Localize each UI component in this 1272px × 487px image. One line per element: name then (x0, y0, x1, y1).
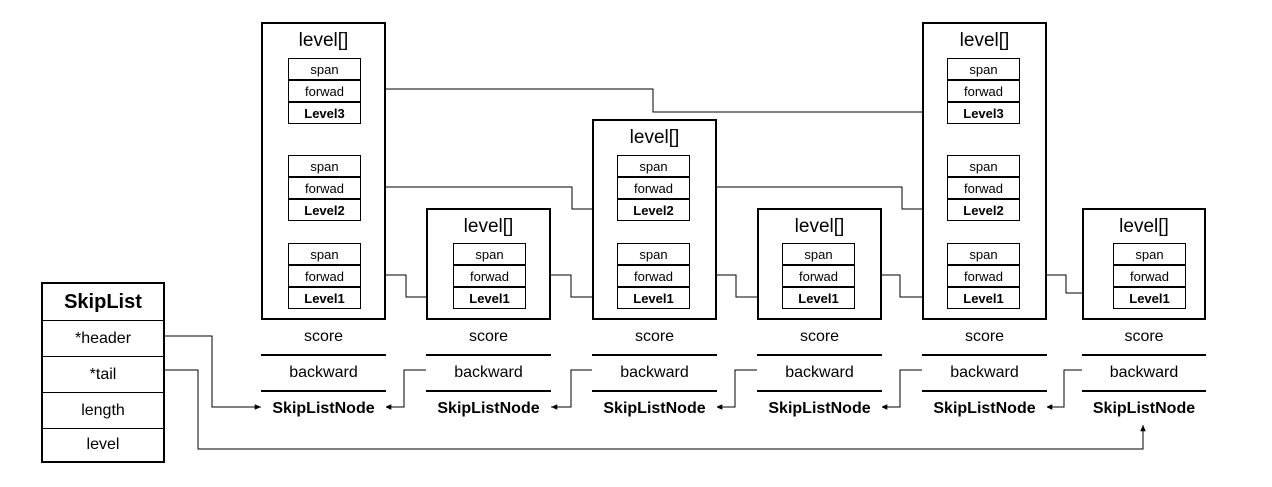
level-array-label: level[] (1119, 216, 1169, 237)
span-cell: span (947, 243, 1020, 265)
forward-link-l2-n1-n3 (358, 186, 615, 212)
level-name-cell: Level1 (288, 287, 361, 309)
forward-cell: forwad (288, 177, 361, 199)
node-type-cell: SkipListNode (757, 390, 882, 425)
forward-cell: forwad (288, 80, 361, 102)
level-array-label: level[] (959, 30, 1010, 51)
span-cell: span (288, 243, 361, 265)
skiplist-struct: SkipList *header *tail length level (41, 282, 165, 463)
skiplist-title: SkipList (64, 290, 142, 313)
score-cell: score (261, 318, 386, 354)
forward-link-l2-n3-n5 (688, 186, 946, 212)
node-type-cell: SkipListNode (922, 390, 1047, 425)
backward-link-n4-n3 (716, 369, 757, 410)
backward-link-n2-n1 (385, 369, 426, 410)
backward-link-n6-n5 (1046, 369, 1082, 410)
span-cell: span (947, 155, 1020, 177)
backward-cell: backward (592, 354, 717, 390)
span-cell: span (288, 155, 361, 177)
backward-cell: backward (261, 354, 386, 390)
node-type-cell: SkipListNode (426, 390, 551, 425)
skiplist-node-4: level[] span forwad Level1 score backwar… (757, 208, 882, 425)
forward-cell: forwad (947, 177, 1020, 199)
forward-cell: forwad (617, 265, 690, 287)
forward-cell: forwad (1113, 265, 1186, 287)
level-name-cell: Level1 (1113, 287, 1186, 309)
skiplist-field-length: length (43, 392, 163, 428)
forward-cell: forwad (453, 265, 526, 287)
skiplist-node-3: level[] span forwad Level2 span forwad L… (592, 119, 717, 425)
level-name-cell: Level2 (947, 199, 1020, 221)
span-cell: span (453, 243, 526, 265)
level-array-label: level[] (629, 127, 680, 148)
span-cell: span (288, 58, 361, 80)
level-name-cell: Level1 (617, 287, 690, 309)
backward-link-n3-n2 (551, 369, 592, 410)
level-name-cell: Level3 (947, 102, 1020, 124)
skiplist-node-5: level[] span forwad Level3 span forwad L… (922, 22, 1047, 425)
level-array-label: level[] (298, 30, 349, 51)
score-cell: score (426, 318, 551, 354)
forward-cell: forwad (947, 265, 1020, 287)
level-name-cell: Level3 (288, 102, 361, 124)
level-name-cell: Level2 (617, 199, 690, 221)
forward-cell: forwad (947, 80, 1020, 102)
forward-cell: forwad (617, 177, 690, 199)
node-type-cell: SkipListNode (261, 390, 386, 425)
node-type-cell: SkipListNode (1082, 390, 1206, 425)
level-name-cell: Level1 (453, 287, 526, 309)
tail-pointer (163, 369, 1146, 450)
skiplist-node-2: level[] span forwad Level1 score backwar… (426, 208, 551, 425)
span-cell: span (947, 58, 1020, 80)
level-name-cell: Level1 (782, 287, 855, 309)
span-cell: span (617, 243, 690, 265)
level-array-label: level[] (794, 216, 845, 237)
skiplist-field-level: level (43, 428, 163, 461)
score-cell: score (922, 318, 1047, 354)
forward-cell: forwad (782, 265, 855, 287)
skiplist-field-header: *header (43, 320, 163, 356)
skiplist-node-6: level[] span forwad Level1 score backwar… (1082, 208, 1206, 425)
span-cell: span (1113, 243, 1186, 265)
level-name-cell: Level1 (947, 287, 1020, 309)
level-name-cell: Level2 (288, 199, 361, 221)
backward-cell: backward (426, 354, 551, 390)
skiplist-field-tail: *tail (43, 356, 163, 392)
backward-cell: backward (1082, 354, 1206, 390)
backward-link-n5-n4 (881, 369, 922, 410)
node-type-cell: SkipListNode (592, 390, 717, 425)
span-cell: span (617, 155, 690, 177)
score-cell: score (1082, 318, 1206, 354)
header-pointer (163, 335, 261, 410)
forward-link-l3-n1-n5 (358, 88, 946, 115)
backward-cell: backward (922, 354, 1047, 390)
backward-cell: backward (757, 354, 882, 390)
score-cell: score (757, 318, 882, 354)
forward-cell: forwad (288, 265, 361, 287)
skiplist-node-1: level[] span forwad Level3 span forwad L… (261, 22, 386, 425)
score-cell: score (592, 318, 717, 354)
span-cell: span (782, 243, 855, 265)
level-array-label: level[] (463, 216, 514, 237)
